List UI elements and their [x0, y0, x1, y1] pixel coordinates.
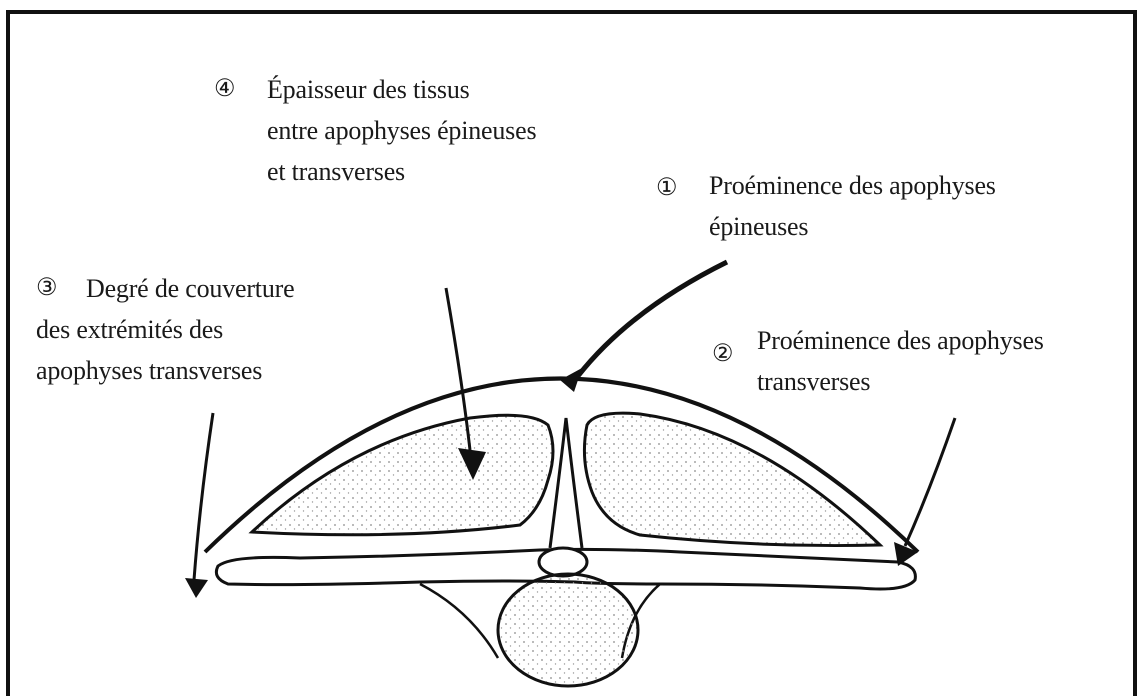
arrow-3	[194, 413, 213, 580]
label-1-line-1: Proéminence des apophyses	[709, 165, 996, 206]
lower-flare-left	[420, 584, 498, 658]
label-4-line-3: et transverses	[267, 151, 536, 192]
label-1-number: ①	[656, 168, 677, 209]
label-3-line-2: des extrémités des	[36, 309, 294, 350]
label-2-line-1: Proéminence des apophyses	[757, 320, 1044, 361]
label-4-line-2: entre apophyses épineuses	[267, 110, 536, 151]
label-2: ② Proéminence des apophyses transverses	[712, 320, 1044, 402]
label-3-number: ③	[36, 268, 57, 309]
label-2-number: ②	[712, 334, 733, 375]
label-2-line-2: transverses	[757, 361, 1044, 402]
spinous-process	[550, 418, 582, 548]
arrow-2	[905, 418, 955, 546]
label-3-line-1: Degré de couverture	[86, 268, 294, 309]
label-4-line-1: Épaisseur des tissus	[267, 69, 536, 110]
label-4-number: ④	[214, 69, 235, 110]
label-1: ① Proéminence des apophyses épineuses	[656, 165, 996, 247]
arrow-3-head	[185, 578, 208, 598]
vertebral-body	[498, 574, 638, 686]
label-3: ③ Degré de couverture des extrémités des…	[36, 268, 294, 391]
spinal-canal	[539, 548, 587, 576]
arrow-1	[578, 262, 727, 376]
label-3-line-3: apophyses transverses	[36, 350, 294, 391]
label-4: ④ Épaisseur des tissus entre apophyses é…	[214, 69, 536, 192]
label-1-line-2: épineuses	[709, 206, 996, 247]
